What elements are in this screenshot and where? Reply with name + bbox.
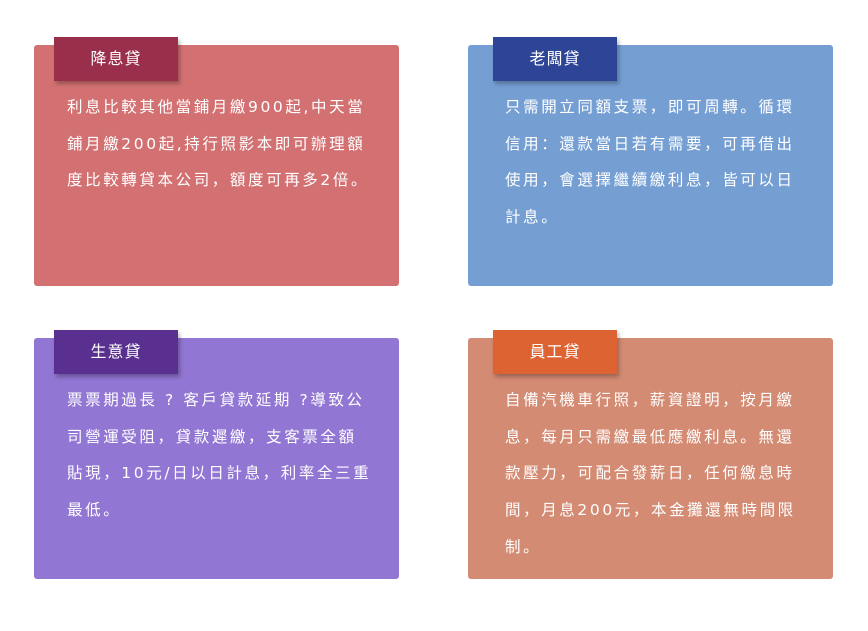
card-description: 利息比較其他當鋪月繳900起,中天當鋪月繳200起,持行照影本即可辦理額度比較轉… <box>67 98 370 190</box>
card-title-tab: 降息貸 <box>54 37 178 81</box>
card-description: 只需開立同額支票，即可周轉。循環信用：還款當日若有需要，可再借出使用，會選擇繼續… <box>505 98 795 227</box>
loan-card-business: 生意貸 票票期過長 ? 客戶貸款延期 ?導致公司營運受阻，貸款遲繳，支客票全額貼… <box>34 330 399 579</box>
loan-card-rate-reduction: 降息貸 利息比較其他當鋪月繳900起,中天當鋪月繳200起,持行照影本即可辦理額… <box>34 37 399 286</box>
card-description: 自備汽機車行照，薪資證明，按月繳息，每月只需繳最低應繳利息。無還款壓力，可配合發… <box>505 391 796 556</box>
card-description: 票票期過長 ? 客戶貸款延期 ?導致公司營運受阻，貸款遲繳，支客票全額貼現，10… <box>67 391 372 520</box>
loan-card-boss: 老闆貸 只需開立同額支票，即可周轉。循環信用：還款當日若有需要，可再借出使用，會… <box>468 37 833 286</box>
card-title-tab: 員工貸 <box>493 330 617 374</box>
card-title-tab: 生意貸 <box>54 330 178 374</box>
card-title-tab: 老闆貸 <box>493 37 617 81</box>
loan-card-employee: 員工貸 自備汽機車行照，薪資證明，按月繳息，每月只需繳最低應繳利息。無還款壓力，… <box>468 330 833 579</box>
